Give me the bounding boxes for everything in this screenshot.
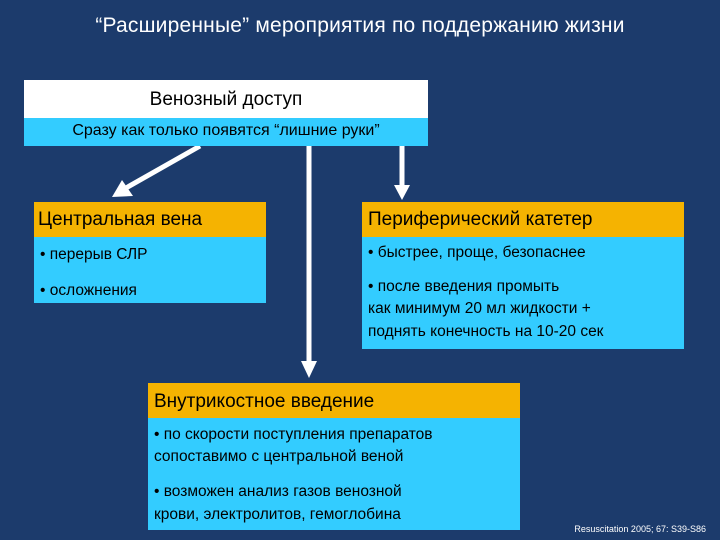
arrowhead-intraosseous xyxy=(301,361,317,378)
peripheral-item: как минимум 20 мл жидкости + xyxy=(368,300,591,317)
intraosseous-item: • возможен анализ газов венозной xyxy=(154,483,402,500)
venous-access-subheading: Сразу как только появятся “лишние руки” xyxy=(24,118,428,146)
intraosseous-item: крови, электролитов, гемоглобина xyxy=(154,506,401,523)
intraosseous-item: • по скорости поступления препаратов xyxy=(154,426,433,443)
intraosseous-heading: Внутрикостное введение xyxy=(148,383,520,418)
peripheral-item: поднять конечность на 10-20 сек xyxy=(368,323,604,340)
central-item: • перерыв СЛР xyxy=(40,246,148,263)
venous-access-heading: Венозный доступ xyxy=(24,80,428,118)
central-vein-body: • перерыв СЛР • осложнения xyxy=(34,237,266,303)
intraosseous-body: • по скорости поступления препаратов соп… xyxy=(148,418,520,530)
slide-title: “Расширенные” мероприятия по поддержанию… xyxy=(95,14,625,37)
peripheral-catheter-heading: Периферический катетер xyxy=(362,202,684,237)
central-vein-heading: Центральная вена xyxy=(34,202,266,237)
central-item: • осложнения xyxy=(40,282,137,299)
arrowhead-central xyxy=(112,180,133,197)
arrow-to-central xyxy=(124,143,202,191)
peripheral-item: • быстрее, проще, безопаснее xyxy=(368,244,586,261)
reference-citation: Resuscitation 2005; 67: S39-S86 xyxy=(574,524,706,534)
arrowhead-peripheral xyxy=(394,185,410,200)
peripheral-catheter-body: • быстрее, проще, безопаснее • после вве… xyxy=(362,237,684,349)
peripheral-item: • после введения промыть xyxy=(368,278,560,295)
intraosseous-item: сопоставимо с центральной веной xyxy=(154,448,404,465)
